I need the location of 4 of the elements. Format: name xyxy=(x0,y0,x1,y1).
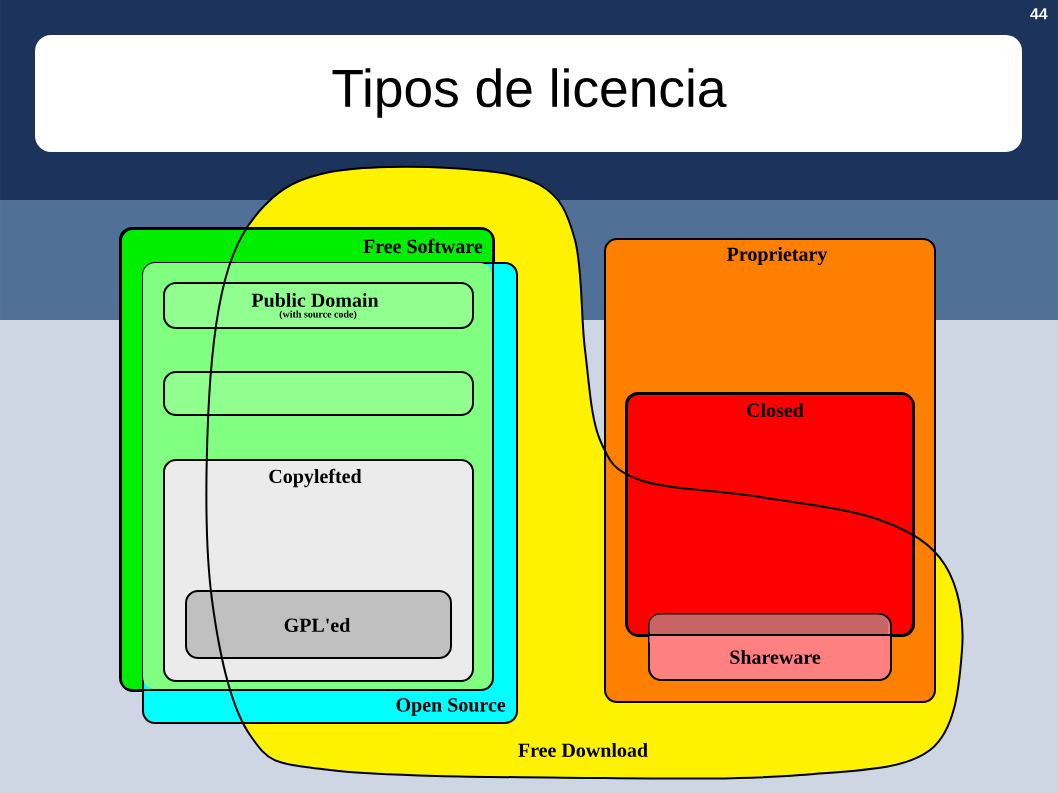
category-box: GPL'ed xyxy=(185,590,452,659)
category-box: Closed xyxy=(626,393,915,637)
page-number: 44 xyxy=(1030,8,1048,20)
title-banner: Tipos de licencia xyxy=(35,35,1022,152)
